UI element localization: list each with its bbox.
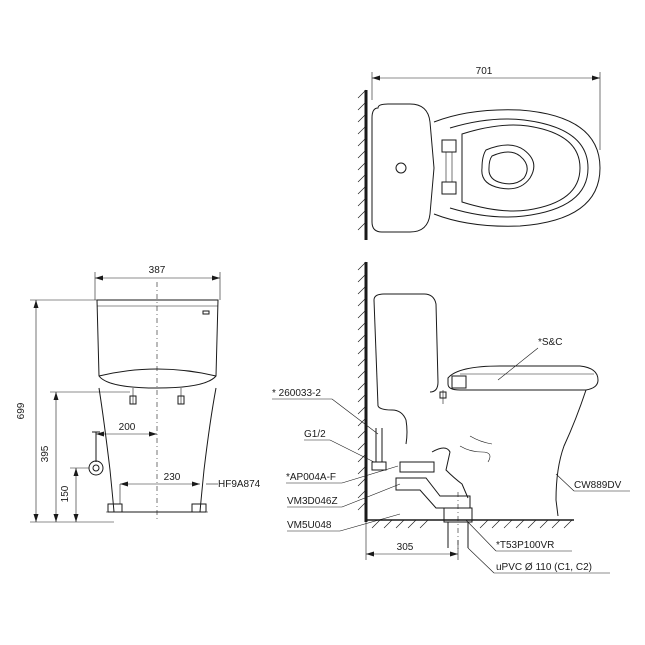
dim-bottom-height: 150 [60, 485, 71, 502]
dim-outlet-offset: 230 [164, 472, 181, 483]
side-view: 305 * 260033-2 G1/2 *AP004A-F VM3D046Z V… [272, 261, 630, 574]
label-sc: *S&C [538, 337, 562, 348]
dim-inlet-offset: 200 [119, 422, 136, 433]
label-260033: * 260033-2 [272, 388, 321, 399]
label-ap004: *AP004A-F [286, 472, 336, 483]
top-wall-hatch [357, 89, 367, 231]
dim-rough-in: 305 [397, 542, 414, 553]
side-wall-hatch [357, 261, 367, 511]
top-view: 701 [357, 66, 601, 240]
part-labels: * 260033-2 G1/2 *AP004A-F VM3D046Z VM5U0… [272, 337, 630, 574]
flush-button-icon [395, 162, 407, 174]
label-upvc: uPVC Ø 110 (C1, C2) [496, 562, 592, 573]
label-vm5: VM5U048 [287, 520, 332, 531]
label-hf9a874: HF9A874 [218, 479, 261, 490]
label-g12: G1/2 [304, 429, 326, 440]
front-view: 387 200 2 [16, 265, 261, 523]
label-cw: CW889DV [574, 480, 622, 491]
label-vm3: VM3D046Z [287, 496, 338, 507]
dim-front-width: 387 [149, 265, 166, 276]
dim-height: 699 [16, 402, 27, 419]
label-t53: *T53P100VR [496, 540, 554, 551]
dim-inlet-height: 395 [40, 445, 51, 462]
angle-valve-icon [88, 431, 104, 476]
floor-hatch [371, 519, 573, 529]
dim-top-width: 701 [476, 66, 493, 77]
